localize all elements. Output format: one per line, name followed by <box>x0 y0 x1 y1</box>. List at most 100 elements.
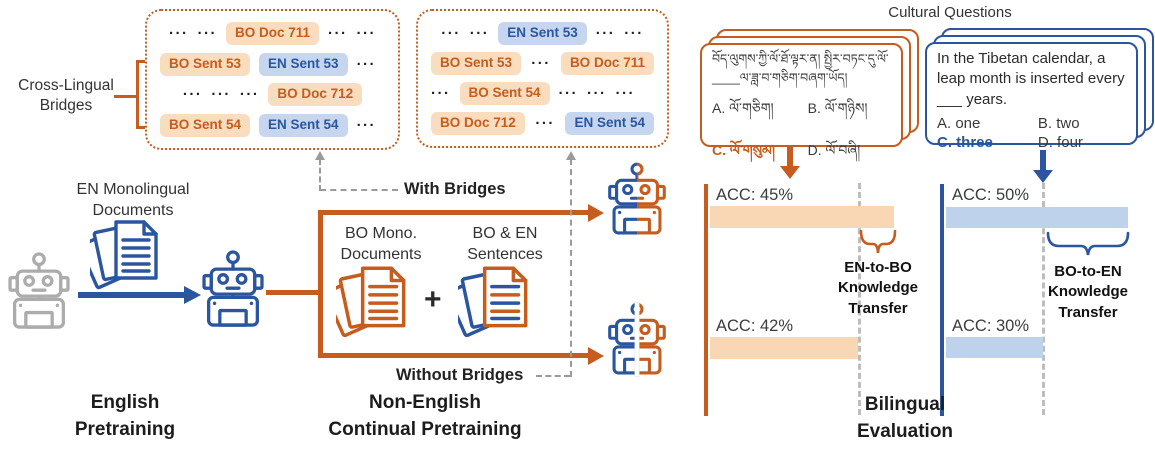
en-acc-with-bridges: ACC: 50% <box>952 186 1030 204</box>
stage-caption-bilingual-evaluation: Bilingual Evaluation <box>856 394 954 442</box>
bo-bar-with-bridges <box>710 206 894 228</box>
en-acc-without-bridges: ACC: 30% <box>952 317 1030 335</box>
stage-caption-continual-pretraining: Non-English Continual Pretraining <box>328 392 522 440</box>
corpus-row: ··· ··· ··· BO Doc 712 <box>156 83 389 107</box>
doc-chip: BO Doc 711 <box>225 21 320 45</box>
ellipsis: ··· <box>168 24 189 42</box>
without-bridges-arrow-line <box>318 353 589 358</box>
dashed-link-with-bridges-v <box>319 159 321 191</box>
ellipsis: ··· <box>356 55 377 73</box>
en-question-card: In the Tibetan calendar, a leap month is… <box>925 42 1138 151</box>
bridges-arrow-line-bottom <box>136 126 150 129</box>
split-robot-icon <box>608 302 666 377</box>
sent-chip: BO Sent 53 <box>431 51 522 75</box>
dashed-link-with-bridges-h <box>320 189 398 191</box>
en-card-arrowhead-icon <box>1033 170 1053 183</box>
bo-brace-icon <box>859 229 897 254</box>
bo-question-line1: བོད་ལུགས་ཀྱི་ལོ་ཐོ་ལྟར་ན། སྤྱིར་བཏང་དུ་ལ… <box>712 52 889 66</box>
en-options: A. one B. two C. three D. four <box>937 115 1126 151</box>
ellipsis: ··· <box>197 24 217 42</box>
doc-chip: BO Doc 712 <box>431 112 525 136</box>
bo-mono-docs-label: BO Mono. Documents <box>340 225 422 263</box>
ellipsis: ··· <box>441 24 461 42</box>
doc-chip: BO Doc 711 <box>560 51 654 75</box>
without-bridges-corpus-box: ··· ··· EN Sent 53 ··· ··· BO Sent 53 ··… <box>416 9 669 148</box>
sent-chip: EN Sent 54 <box>259 114 348 138</box>
en-monolingual-docs-label: EN Monolingual Documents <box>76 181 190 219</box>
pretrain-arrowhead-icon <box>184 285 201 304</box>
en-card-arrow-line <box>1040 150 1046 171</box>
without-bridges-label: Without Bridges <box>396 366 524 384</box>
corpus-row: BO Sent 54 EN Sent 54 ··· <box>156 114 389 138</box>
bo-documents-icon <box>336 266 406 338</box>
sent-chip: EN Sent 53 <box>259 52 348 76</box>
bo-question-line2: ____ལ་ཟླ་བ་གཅིག་བཞག་ཡོད། <box>712 71 848 86</box>
english-robot-icon <box>202 250 264 327</box>
en-chart-axis <box>940 184 944 416</box>
bo-acc-without-bridges: ACC: 42% <box>716 317 794 335</box>
bo-question-card: བོད་ལུགས་ཀྱི་ལོ་ཐོ་ལྟར་ན། སྤྱིར་བཏང་དུ་ལ… <box>700 43 903 158</box>
sent-chip: BO Sent 54 <box>459 82 550 106</box>
bo-to-en-transfer-label: BO-to-EN Knowledge Transfer <box>1047 263 1128 321</box>
plus-sign: + <box>424 283 442 316</box>
stage-caption-english-pretraining: English Pretraining <box>74 392 176 440</box>
corpus-row: BO Sent 53 EN Sent 53 ··· <box>156 52 389 76</box>
bo-chart-baseline-dash <box>858 183 861 415</box>
pretrain-arrow-line <box>78 292 186 298</box>
ellipsis: ··· <box>328 24 348 42</box>
sent-chip: BO Sent 54 <box>160 114 251 138</box>
en-bar-without-bridges <box>946 337 1043 358</box>
bilingual-robot-icon <box>608 162 666 235</box>
ellipsis: ··· <box>356 117 377 135</box>
en-option-c-answer: C. three <box>937 133 993 151</box>
bo-options: A. ལོ་གཅིག། B. ལོ་གཉིས། C. ལོ་གསུམ། D. ལ… <box>712 92 891 174</box>
with-bridges-label: With Bridges <box>404 180 506 198</box>
bridges-connector-line <box>114 95 138 98</box>
sent-chip: BO Sent 53 <box>160 52 251 76</box>
ellipsis: ··· <box>469 24 490 42</box>
ellipsis: ··· <box>558 85 579 103</box>
bo-option-a: A. ལོ་གཅིག། <box>712 99 774 116</box>
ellipsis: ··· <box>615 85 636 103</box>
corpus-row: ··· ··· EN Sent 53 ··· ··· <box>427 21 658 45</box>
sent-chip: EN Sent 54 <box>565 112 654 136</box>
en-question-text: In the Tibetan calendar, a leap month is… <box>937 50 1125 108</box>
bo-option-d: D. ལོ་བཞི། <box>807 141 861 158</box>
bo-question-content: བོད་ལུགས་ཀྱི་ལོ་ཐོ་ལྟར་ན། སྤྱིར་བཏང་དུ་ལ… <box>702 45 901 179</box>
corpus-row: BO Doc 712 ··· EN Sent 54 <box>427 112 658 136</box>
en-option-d: D. four <box>1037 133 1083 151</box>
dashed-link-without-bridges-h <box>536 375 570 377</box>
ellipsis: ··· <box>356 24 377 42</box>
doc-chip: BO Doc 712 <box>268 83 363 107</box>
cultural-questions-title: Cultural Questions <box>888 4 1012 21</box>
ellipsis: ··· <box>239 86 260 104</box>
corpus-row: BO Sent 53 ··· BO Doc 711 <box>427 51 658 75</box>
bo-en-sentences-label: BO & EN Sentences <box>467 225 543 263</box>
en-option-a: A. one <box>937 114 981 132</box>
with-bridges-arrowhead-icon <box>588 203 604 222</box>
branch-stem-line <box>318 210 323 358</box>
bo-card-arrowhead-icon <box>780 166 800 179</box>
with-bridges-arrow-line <box>318 210 589 215</box>
ellipsis: ··· <box>431 85 451 103</box>
en-question-content: In the Tibetan calendar, a leap month is… <box>927 44 1136 156</box>
ellipsis: ··· <box>182 86 203 104</box>
bo-acc-with-bridges: ACC: 45% <box>716 186 794 204</box>
corpus-row: ··· BO Sent 54 ··· ··· ··· <box>427 82 658 106</box>
bo-en-sentences-icon <box>458 266 528 338</box>
bo-bar-without-bridges <box>710 337 858 359</box>
without-bridges-arrowhead-icon <box>588 346 604 365</box>
en-chart-baseline-dash <box>1042 183 1045 415</box>
en-to-bo-transfer-label: EN-to-BO Knowledge Transfer <box>837 259 918 317</box>
bridges-arrow-line-top <box>136 60 150 63</box>
en-option-b: B. two <box>1037 114 1080 132</box>
ellipsis: ··· <box>531 54 551 72</box>
en-bar-with-bridges <box>946 207 1128 228</box>
corpus-row: ··· ··· BO Doc 711 ··· ··· <box>156 21 389 45</box>
sent-chip: EN Sent 53 <box>498 21 587 45</box>
bo-chart-axis <box>704 184 708 416</box>
base-robot-icon <box>8 252 70 329</box>
en-brace-icon <box>1046 231 1130 256</box>
with-bridges-corpus-box: ··· ··· BO Doc 711 ··· ··· BO Sent 53 EN… <box>145 9 400 150</box>
